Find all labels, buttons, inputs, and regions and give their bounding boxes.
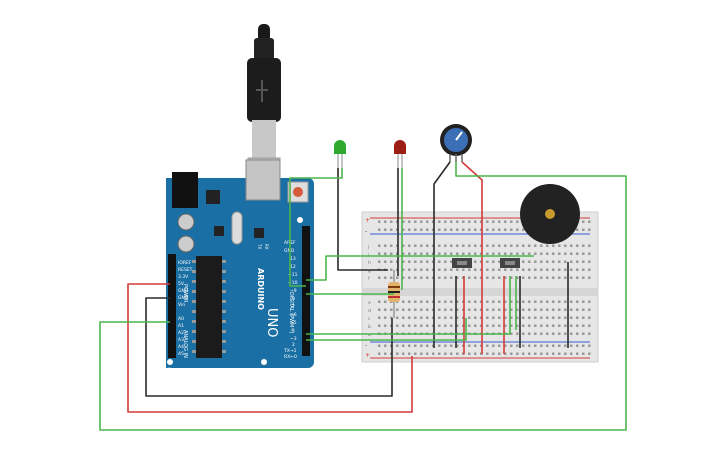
pin-label: ~9 <box>290 288 297 294</box>
row-letter: d <box>368 308 371 314</box>
analog-header-label: ANALOG IN <box>182 330 188 358</box>
pin-label: A4 <box>178 344 184 350</box>
wire-black <box>337 168 388 271</box>
pin-label: ~5 <box>290 320 297 326</box>
pin-label: GND <box>178 295 189 301</box>
row-letter: i <box>368 252 369 258</box>
row-letter: e <box>368 301 371 306</box>
pin-label: A5 <box>178 351 184 357</box>
pin-label: 8 <box>292 296 295 302</box>
wire-green <box>306 276 511 335</box>
wires <box>99 161 627 431</box>
arduino-board: ARDUINO UNO DIGITAL (PWM~) POWER ANALOG … <box>166 159 314 368</box>
pin-label: ~3 <box>290 336 297 342</box>
pin-label: IOREF <box>178 260 192 266</box>
row-letter: g <box>368 269 371 274</box>
wire-green <box>306 318 467 341</box>
pin-label: ~11 <box>288 272 298 278</box>
pin-label: RESET <box>178 267 193 273</box>
wire-green <box>306 255 534 281</box>
wire-green <box>99 162 627 431</box>
resistor <box>388 270 400 318</box>
pin-label: RX←0 <box>284 354 297 360</box>
push-button-left[interactable] <box>452 258 472 268</box>
pin-label: A0 <box>178 316 184 322</box>
wire-black <box>145 297 393 397</box>
row-letter: f <box>368 276 370 282</box>
red-led <box>394 140 406 168</box>
pin-label: Vin <box>178 302 185 308</box>
rail-plus-label: + <box>365 352 370 359</box>
arduino-brand-label: ARDUINO <box>256 268 265 310</box>
pin-label: 13 <box>290 256 296 262</box>
pin-label: ~6 <box>290 312 297 318</box>
rx-label: RX <box>264 244 269 250</box>
digital-header-label: DIGITAL (PWM~) <box>288 292 294 334</box>
green-led <box>334 140 346 168</box>
pin-label: 4 <box>292 328 295 334</box>
row-letter: h <box>368 260 371 266</box>
push-button-right[interactable] <box>500 258 520 268</box>
row-letter: c <box>368 317 371 322</box>
rail-minus-label: - <box>365 342 367 349</box>
pin-label: 12 <box>290 264 296 270</box>
pin-label: ~10 <box>288 280 298 286</box>
pin-label: A3 <box>178 337 184 343</box>
wire-black <box>433 161 451 348</box>
pin-label: A2 <box>178 330 184 336</box>
row-letter: j <box>367 244 369 250</box>
rail-plus-label: + <box>365 217 370 224</box>
piezo-buzzer <box>520 184 580 244</box>
wire-red <box>127 283 413 413</box>
row-letter: b <box>368 324 371 330</box>
wire-green <box>289 168 343 287</box>
pin-label: GND <box>178 288 189 294</box>
pin-label: 5V <box>178 281 185 287</box>
wire-red <box>461 161 483 354</box>
pin-label: TX→1 <box>283 348 297 354</box>
arduino-model-label: UNO <box>264 308 279 337</box>
pin-label: A1 <box>178 323 184 329</box>
tx-label: TX <box>257 243 262 249</box>
power-header-label: POWER <box>182 284 188 303</box>
pin-label: 2 <box>292 342 295 348</box>
rail-minus-label: - <box>365 228 367 235</box>
row-letter: a <box>368 333 371 338</box>
pin-label: 3.3V <box>178 274 189 280</box>
potentiometer[interactable] <box>440 124 472 162</box>
pin-label: 7 <box>292 304 295 310</box>
